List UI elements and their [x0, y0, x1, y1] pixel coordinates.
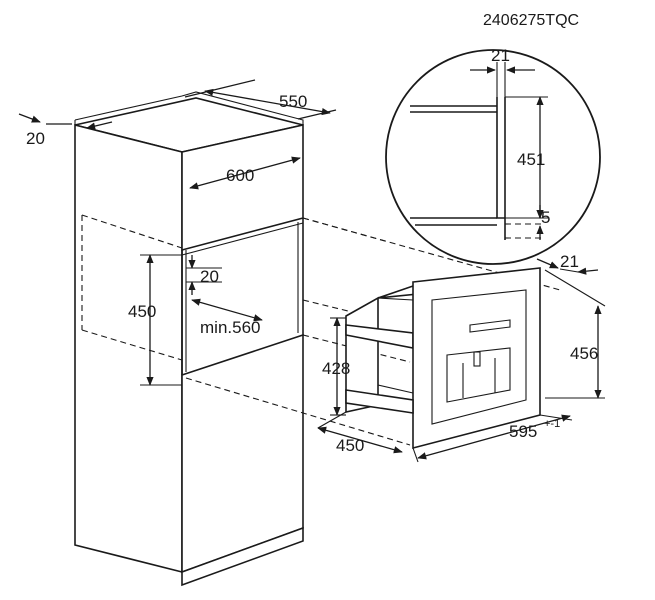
dim-cabinet-width: 600: [226, 166, 254, 185]
dim-niche-top-gap: 20: [200, 267, 219, 286]
dim-side-gap: 20: [26, 129, 45, 148]
dim-appliance-height: 456: [570, 344, 598, 363]
coffee-machine: [345, 267, 541, 450]
detail-height: 451: [517, 150, 545, 169]
detail-front-thickness: 21: [491, 46, 510, 65]
detail-magnifier: [385, 49, 601, 265]
dim-niche-min-depth: min.560: [200, 318, 260, 337]
dim-niche-height: 450: [128, 302, 156, 321]
dim-cabinet-depth: 550: [279, 92, 307, 111]
tall-cabinet: [74, 91, 304, 587]
detail-gap: 5: [541, 208, 550, 227]
dim-appliance-width: 595: [509, 422, 537, 441]
dim-appliance-depth: 450: [336, 436, 364, 455]
dim-front-thickness: 21: [560, 252, 579, 271]
dim-appliance-body-height: 428: [322, 359, 350, 378]
product-code: 2406275TQC: [483, 12, 579, 29]
dim-appliance-width-tolerance: +-1: [544, 418, 560, 430]
